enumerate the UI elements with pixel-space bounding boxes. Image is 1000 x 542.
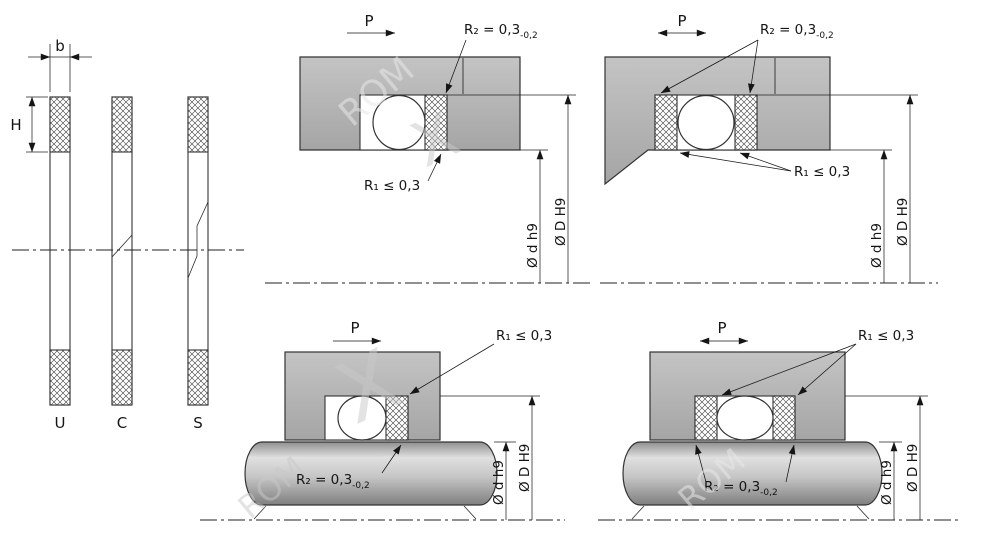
r1-label: R₁ ≤ 0,3 [794,164,850,180]
install-single-acting-bore: Ø d h9 Ø D H9 P R₂ = 0,3-0,2 R₁ ≤ 0,3 [265,12,590,284]
r1-label: R₁ ≤ 0,3 [496,328,552,344]
rod-end-mark [463,505,477,520]
profile-type-u-label: U [55,414,66,432]
backup-ring-section [424,94,448,151]
r2-leader [381,444,402,474]
r2-leader [785,444,796,483]
r2-label: R₂ = 0,3-0,2 [464,22,538,41]
dimension-b-label: b [55,37,65,55]
backup-ring-section-left [654,94,678,151]
dia-d-label: Ø d h9 [525,223,541,268]
dia-D-label: Ø D H9 [905,444,921,492]
dia-D-label: Ø D H9 [553,198,569,246]
dia-d-label: Ø d h9 [879,460,895,505]
profile-c [111,96,133,406]
profile-s-section-top [187,96,209,153]
r1-leader [679,151,792,172]
backup-ring-section-right [772,395,796,441]
o-ring [677,94,735,151]
profile-s [187,96,209,406]
piston-rod [244,441,498,506]
o-ring [372,94,426,151]
pressure-label: P [717,319,726,337]
profile-c-cut-line [111,234,133,258]
r1-leader [409,343,495,395]
o-ring [337,395,387,441]
profile-c-section-bottom [111,349,133,406]
r1-leader [721,343,857,396]
pressure-label: P [677,12,686,30]
r1-leader [739,152,792,172]
backup-ring-section-right [734,94,758,151]
dia-D-label: Ø D H9 [517,444,533,492]
backup-ring-section [385,395,409,441]
r2-leader [748,39,759,94]
o-ring [716,395,774,441]
profile-type-s-label: S [193,414,203,432]
install-double-acting-rod: Ø d h9 Ø D H9 P R₁ ≤ 0,3 R₂ = 0,3-0,2 [598,319,962,521]
r2-leader [660,39,759,94]
rod-end-mark [253,505,267,520]
dia-D-label: Ø D H9 [895,198,911,246]
r1-leader [427,153,442,182]
profile-s-cut-line [187,201,209,279]
dimension-h: H [10,96,48,153]
piston-rod [622,441,883,506]
r2-leader [445,39,467,94]
r2-leader [695,444,707,483]
dia-d-label: Ø d h9 [869,223,885,268]
cross-section-profiles: b H U C S [10,37,244,432]
rod-end-mark [856,505,870,520]
pressure-label: P [350,319,359,337]
profile-u-section-bottom [49,349,71,406]
r2-label: R₂ = 0,3-0,2 [296,472,370,491]
profile-s-section-bottom [187,349,209,406]
profile-u [49,96,71,406]
profile-type-c-label: C [117,414,127,432]
r1-leader [797,343,857,396]
dimension-b: b [28,37,92,92]
r2-label: R₂ = 0,3-0,2 [760,22,834,41]
install-single-acting-rod: Ø d h9 Ø D H9 P R₁ ≤ 0,3 R₂ = 0,3-0,2 [200,319,565,521]
r1-label: R₁ ≤ 0,3 [364,178,420,194]
r1-label: R₁ ≤ 0,3 [858,328,914,344]
dia-d-label: Ø d h9 [491,460,507,505]
pressure-label: P [364,12,373,30]
r2-label: R₂ = 0,3-0,2 [704,479,778,498]
profile-u-section-top [49,96,71,153]
dimension-h-label: H [10,116,21,134]
backup-ring-section-left [694,395,718,441]
install-double-acting-bore: Ø d h9 Ø D H9 P R₂ = 0,3-0,2 R₁ ≤ 0,3 [600,12,938,284]
rod-end-mark [631,505,645,520]
profile-c-section-top [111,96,133,153]
